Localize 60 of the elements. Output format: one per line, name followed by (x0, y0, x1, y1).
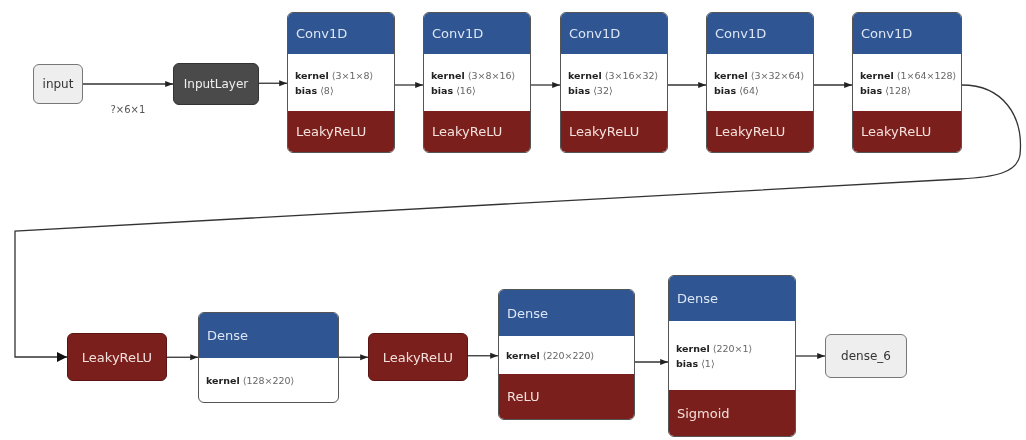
parameter-text: bias ⟨8⟩ (295, 84, 335, 96)
layer-name: Dense (199, 313, 338, 358)
activation-label: ReLU (499, 374, 634, 419)
edge-label: ?×6×1 (109, 104, 147, 115)
parameter-text: kernel ⟨3×8×16⟩ (431, 69, 517, 81)
node-label: LeakyReLU (81, 349, 153, 365)
arrow (530, 81, 561, 89)
layer-node (287, 12, 395, 153)
layer-node (198, 312, 339, 403)
layer-name: Conv1D (561, 13, 667, 54)
parameter-text: bias ⟨128⟩ (860, 84, 912, 96)
arrow (795, 352, 826, 360)
layer-node (560, 12, 668, 153)
parameter-text: kernel ⟨128×220⟩ (206, 374, 296, 386)
parameter-text: kernel ⟨1×64×128⟩ (860, 69, 954, 81)
node-label: input (42, 77, 74, 91)
parameter-text: kernel ⟨3×1×8⟩ (295, 69, 375, 81)
layer-node (668, 275, 796, 437)
activation-label: LeakyReLU (707, 111, 813, 152)
activation-label: LeakyReLU (424, 111, 530, 152)
node-label: InputLayer (183, 77, 249, 91)
layer-node (706, 12, 814, 153)
arrow (166, 354, 199, 361)
arrow (82, 80, 174, 88)
input-layer-node (173, 63, 259, 105)
layer-name: Dense (669, 276, 795, 321)
parameter-text: kernel ⟨220×220⟩ (506, 349, 596, 361)
arrow (813, 81, 853, 89)
activation-node (368, 333, 468, 381)
activation-label: LeakyReLU (561, 111, 667, 152)
parameter-text: bias ⟨16⟩ (431, 84, 477, 96)
layer-name: Conv1D (707, 13, 813, 54)
arrow (467, 352, 499, 359)
activation-node (67, 333, 167, 381)
parameter-text: bias ⟨32⟩ (568, 84, 614, 96)
node-label: dense_6 (841, 349, 891, 363)
parameter-text: bias ⟨64⟩ (714, 84, 760, 96)
layer-node (423, 12, 531, 153)
layer-name: Conv1D (853, 13, 961, 54)
layer-name: Conv1D (288, 13, 394, 54)
io-node (825, 334, 907, 378)
node-label: LeakyReLU (382, 349, 454, 365)
arrow (634, 358, 669, 366)
parameter-text: kernel ⟨3×16×32⟩ (568, 69, 660, 81)
arrow (667, 81, 707, 89)
arrow (14, 84, 1022, 362)
layer-node (852, 12, 962, 153)
parameter-text: bias ⟨1⟩ (676, 357, 716, 369)
arrow (394, 81, 424, 89)
layer-node (498, 289, 635, 420)
activation-label: LeakyReLU (288, 111, 394, 152)
parameter-text: kernel ⟨3×32×64⟩ (714, 69, 806, 81)
layer-name: Conv1D (424, 13, 530, 54)
activation-label: LeakyReLU (853, 111, 961, 152)
io-node (33, 64, 83, 104)
parameter-text: kernel ⟨220×1⟩ (676, 342, 754, 354)
arrow (338, 354, 369, 361)
activation-label: Sigmoid (669, 390, 795, 436)
arrow (258, 80, 288, 87)
layer-name: Dense (499, 290, 634, 336)
